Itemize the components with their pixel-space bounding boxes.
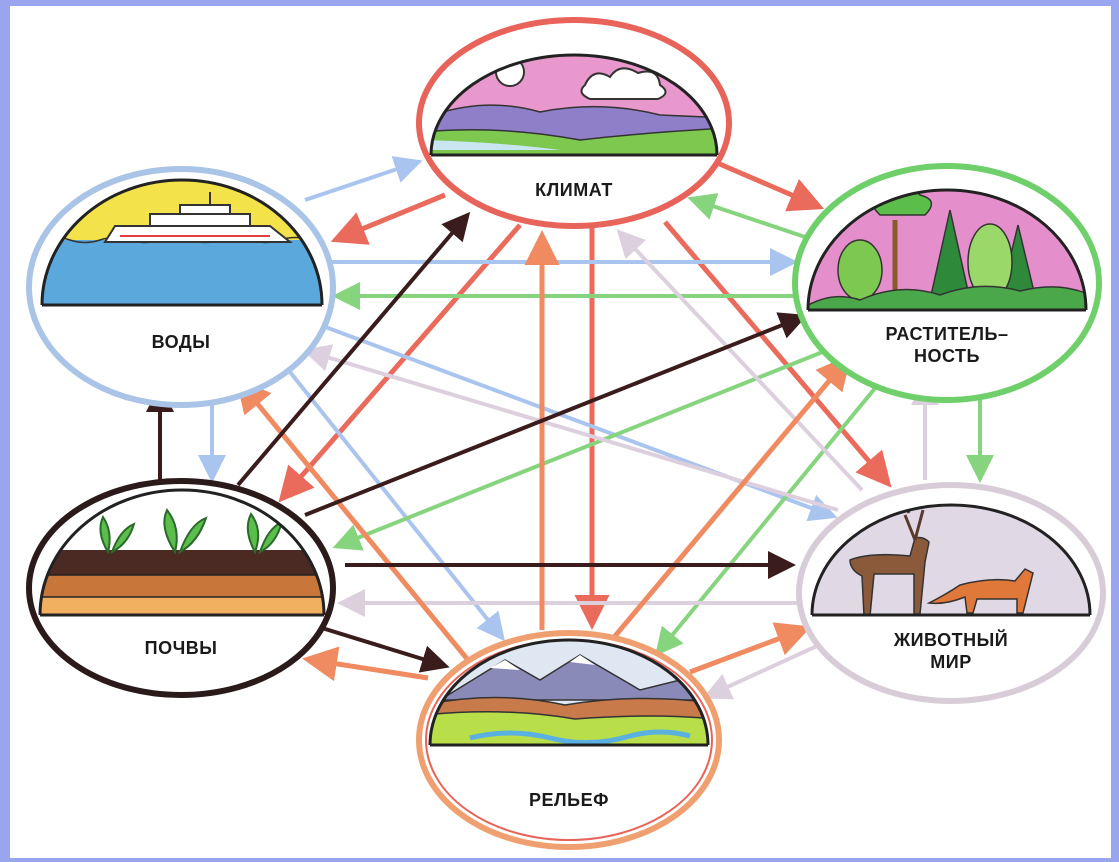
arrow-pochvy-to-rastitelnost (304, 312, 808, 517)
node-rastitelnost-label-line1: РАСТИТЕЛЬ– (885, 324, 1008, 344)
node-relef: РЕЛЬЕФ (416, 630, 722, 850)
arrow-zhivotny-mir-to-vody (302, 344, 839, 512)
grass-sprout-icon (99, 508, 284, 555)
node-pochvy: ПОЧВЫ (26, 478, 336, 698)
node-vody-label: ВОДЫ (152, 332, 211, 352)
arrows-from-relef (235, 230, 852, 682)
arrow-klimat-to-zhivotny-mir (663, 220, 892, 488)
arrow-rastitelnost-to-klimat (687, 193, 809, 240)
soil-layers-image (40, 490, 324, 615)
relief-mountains-image (430, 640, 708, 745)
arrow-klimat-to-pochvy (278, 223, 522, 503)
node-zhivotny-mir-label-line1: ЖИВОТНЫЙ (893, 629, 1008, 650)
fox-icon (926, 568, 1034, 614)
node-rastitelnost: РАСТИТЕЛЬ– НОСТЬ (792, 163, 1102, 403)
arrow-pochvy-to-relef (321, 626, 450, 673)
arrow-zhivotny-mir-to-relef (702, 638, 831, 700)
arrow-klimat-to-rastitelnost (714, 159, 825, 212)
arrow-vody-to-relef (280, 360, 505, 642)
node-rastitelnost-label-line2: НОСТЬ (914, 346, 980, 366)
node-zhivotny-mir: ЖИВОТНЫЙ МИР (796, 482, 1106, 704)
arrow-zhivotny-mir-to-klimat (616, 229, 864, 492)
node-pochvy-label: ПОЧВЫ (145, 638, 218, 658)
water-ship-image (42, 180, 322, 305)
arrow-relef-to-vody (235, 377, 470, 662)
node-relef-label: РЕЛЬЕФ (529, 790, 609, 810)
node-klimat-label: КЛИМАТ (535, 180, 613, 200)
node-vody: ВОДЫ (26, 166, 336, 408)
node-zhivotny-mir-label-line2: МИР (930, 652, 971, 672)
arrow-relef-to-rastitelnost (608, 354, 852, 644)
arrows-from-klimat (278, 159, 892, 630)
arrow-relef-to-pochvy (302, 646, 429, 682)
arrow-klimat-to-vody (330, 192, 446, 245)
arrows-from-pochvy (146, 211, 808, 673)
ship-icon (103, 192, 293, 243)
arrow-pochvy-to-klimat (236, 211, 471, 487)
node-klimat: КЛИМАТ (416, 17, 732, 229)
arrow-vody-to-klimat (304, 156, 423, 202)
arrow-relef-to-zhivotny-mir (689, 622, 812, 675)
deer-icon (849, 505, 933, 615)
